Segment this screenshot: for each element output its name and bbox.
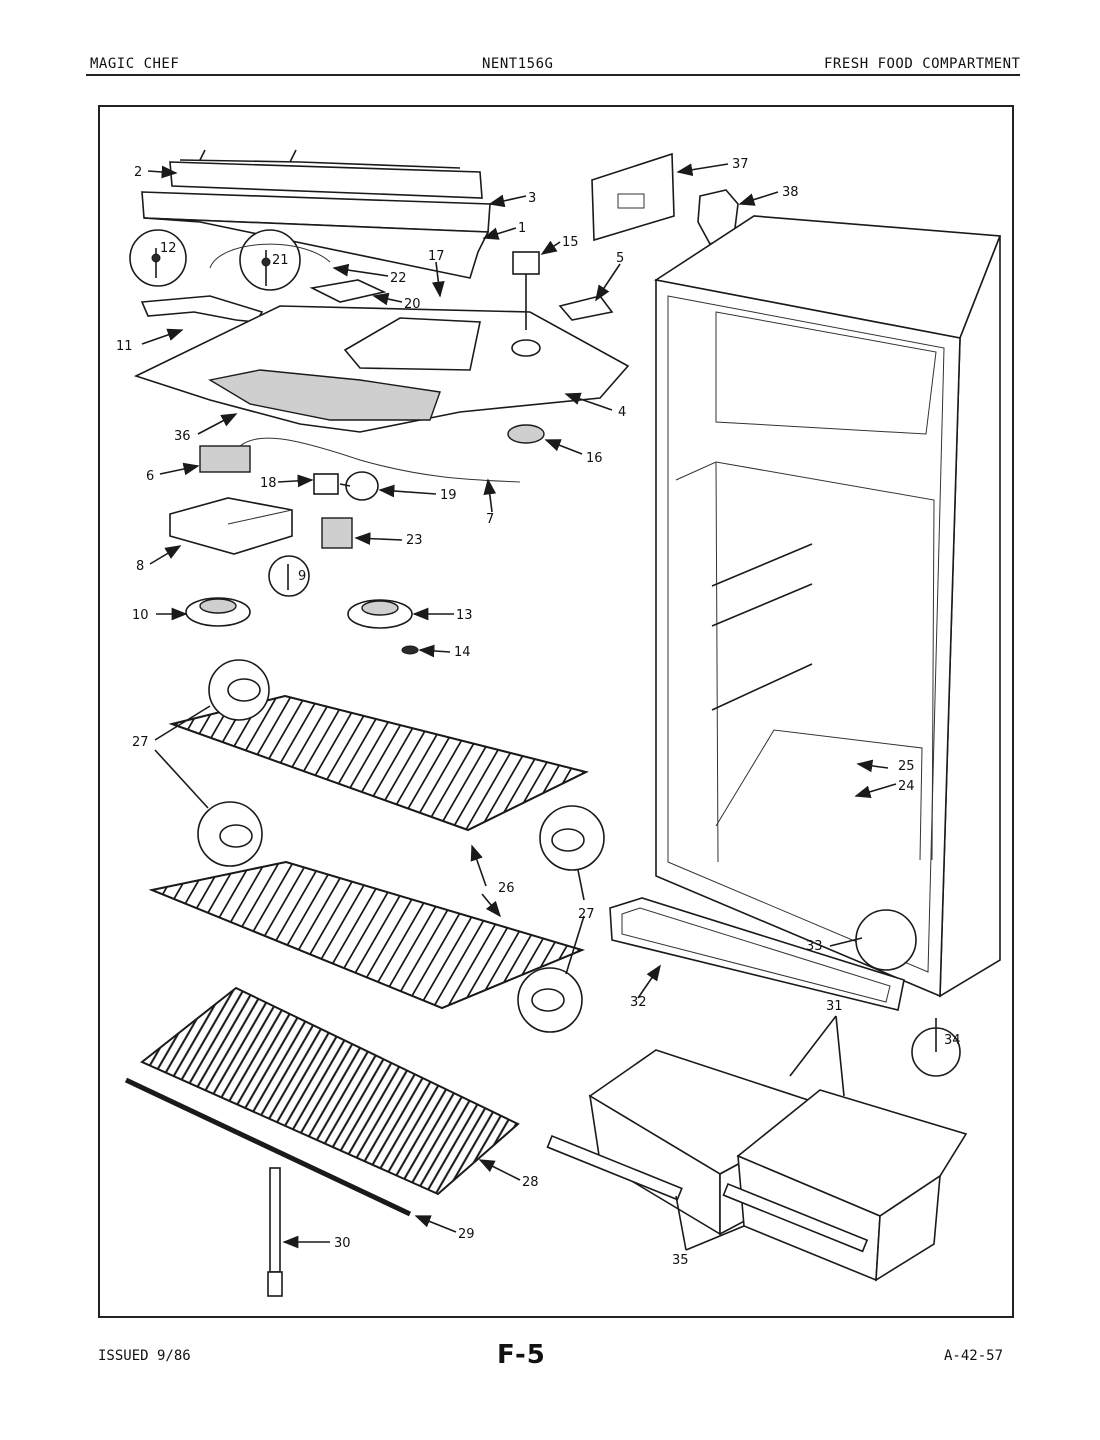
callout-13: 13 <box>456 608 473 623</box>
callout-5: 5 <box>616 251 624 266</box>
mounting-bracket-part <box>140 295 264 323</box>
crisper-drawer-right <box>722 1089 968 1282</box>
callout-31: 31 <box>826 999 843 1014</box>
detail-circle-screw-21 <box>239 229 301 291</box>
callout-labels: 2 3 1 15 22 20 17 5 37 38 12 21 11 4 36 … <box>116 157 961 1268</box>
callout-21: 21 <box>272 253 289 268</box>
callout-29: 29 <box>458 1227 475 1242</box>
callout-7: 7 <box>486 512 494 527</box>
callout-16: 16 <box>586 451 603 466</box>
plate-part <box>309 279 387 303</box>
reference-code: A-42-57 <box>944 1348 1004 1364</box>
callout-2: 2 <box>134 165 142 180</box>
callout-26: 26 <box>498 881 515 896</box>
dial-part-13 <box>347 599 413 629</box>
diagram-frame <box>98 105 1014 1318</box>
glass-shelf-cover <box>140 986 520 1196</box>
callout-17: 17 <box>428 249 445 264</box>
thermostat-knob-part-15 <box>512 251 540 330</box>
detail-circle-screw-12 <box>129 229 187 287</box>
plate-slot <box>617 193 645 209</box>
callout-33: 33 <box>806 939 823 954</box>
callout-15: 15 <box>562 235 579 250</box>
cover-plate-part-37 <box>591 152 675 242</box>
callout-20: 20 <box>404 297 421 312</box>
callout-24: 24 <box>898 779 915 794</box>
callout-14: 14 <box>454 645 471 660</box>
callout-37: 37 <box>732 157 749 172</box>
callout-3: 3 <box>528 191 536 206</box>
kickplate-grille-part-32 <box>609 897 905 1011</box>
washer-part-14 <box>401 645 419 655</box>
callout-28: 28 <box>522 1175 539 1190</box>
callout-27-left: 27 <box>132 735 149 750</box>
light-bulb-part-19 <box>339 471 379 501</box>
callout-9: 9 <box>298 569 306 584</box>
ceiling-liner-part <box>133 305 630 433</box>
section-title: FRESH FOOD COMPARTMENT <box>824 56 1021 72</box>
dial-part-10 <box>185 597 251 627</box>
brand-name: MAGIC CHEF <box>90 56 180 72</box>
callout-6: 6 <box>146 469 154 484</box>
callout-18: 18 <box>260 476 277 491</box>
issued-date: ISSUED 9/86 <box>98 1348 191 1364</box>
control-housing-part <box>141 191 491 279</box>
control-box-part-8 <box>169 497 293 555</box>
crisper-drawer-left <box>546 1049 810 1236</box>
light-shield-part <box>169 149 483 199</box>
callout-19: 19 <box>440 488 457 503</box>
callout-30: 30 <box>334 1236 351 1251</box>
callout-25: 25 <box>898 759 915 774</box>
thermostat-part-6 <box>199 437 521 483</box>
callout-11: 11 <box>116 339 133 354</box>
refrigerator-cabinet <box>653 215 1002 998</box>
damper-part-5 <box>558 295 614 321</box>
shelf-trim-part-29 <box>124 1077 412 1217</box>
callout-34: 34 <box>944 1033 961 1048</box>
lamp-socket-part-18 <box>313 473 339 495</box>
detail-circle-screw-9 <box>268 555 310 597</box>
callout-10: 10 <box>132 608 149 623</box>
wire-harness-top <box>209 243 331 269</box>
callout-22: 22 <box>390 271 407 286</box>
model-number: NENT156G <box>482 56 554 72</box>
callout-36: 36 <box>174 429 191 444</box>
callout-4: 4 <box>618 405 626 420</box>
callout-12: 12 <box>160 241 177 256</box>
callout-1: 1 <box>518 221 526 236</box>
shelf-support-part-30 <box>267 1167 283 1297</box>
callout-32: 32 <box>630 995 647 1010</box>
callout-8: 8 <box>136 559 144 574</box>
wire-shelf-lower <box>148 860 585 1010</box>
cap-part-16 <box>507 424 545 444</box>
callout-35: 35 <box>672 1253 689 1268</box>
callout-38: 38 <box>782 185 799 200</box>
leader-lines <box>141 163 897 1251</box>
detail-circle-hinge-33 <box>855 909 917 971</box>
relay-part-23 <box>321 517 353 549</box>
callout-23: 23 <box>406 533 423 548</box>
header-rule <box>86 74 1020 76</box>
page-number: F-5 <box>497 1340 546 1370</box>
callout-27-right: 27 <box>578 907 595 922</box>
